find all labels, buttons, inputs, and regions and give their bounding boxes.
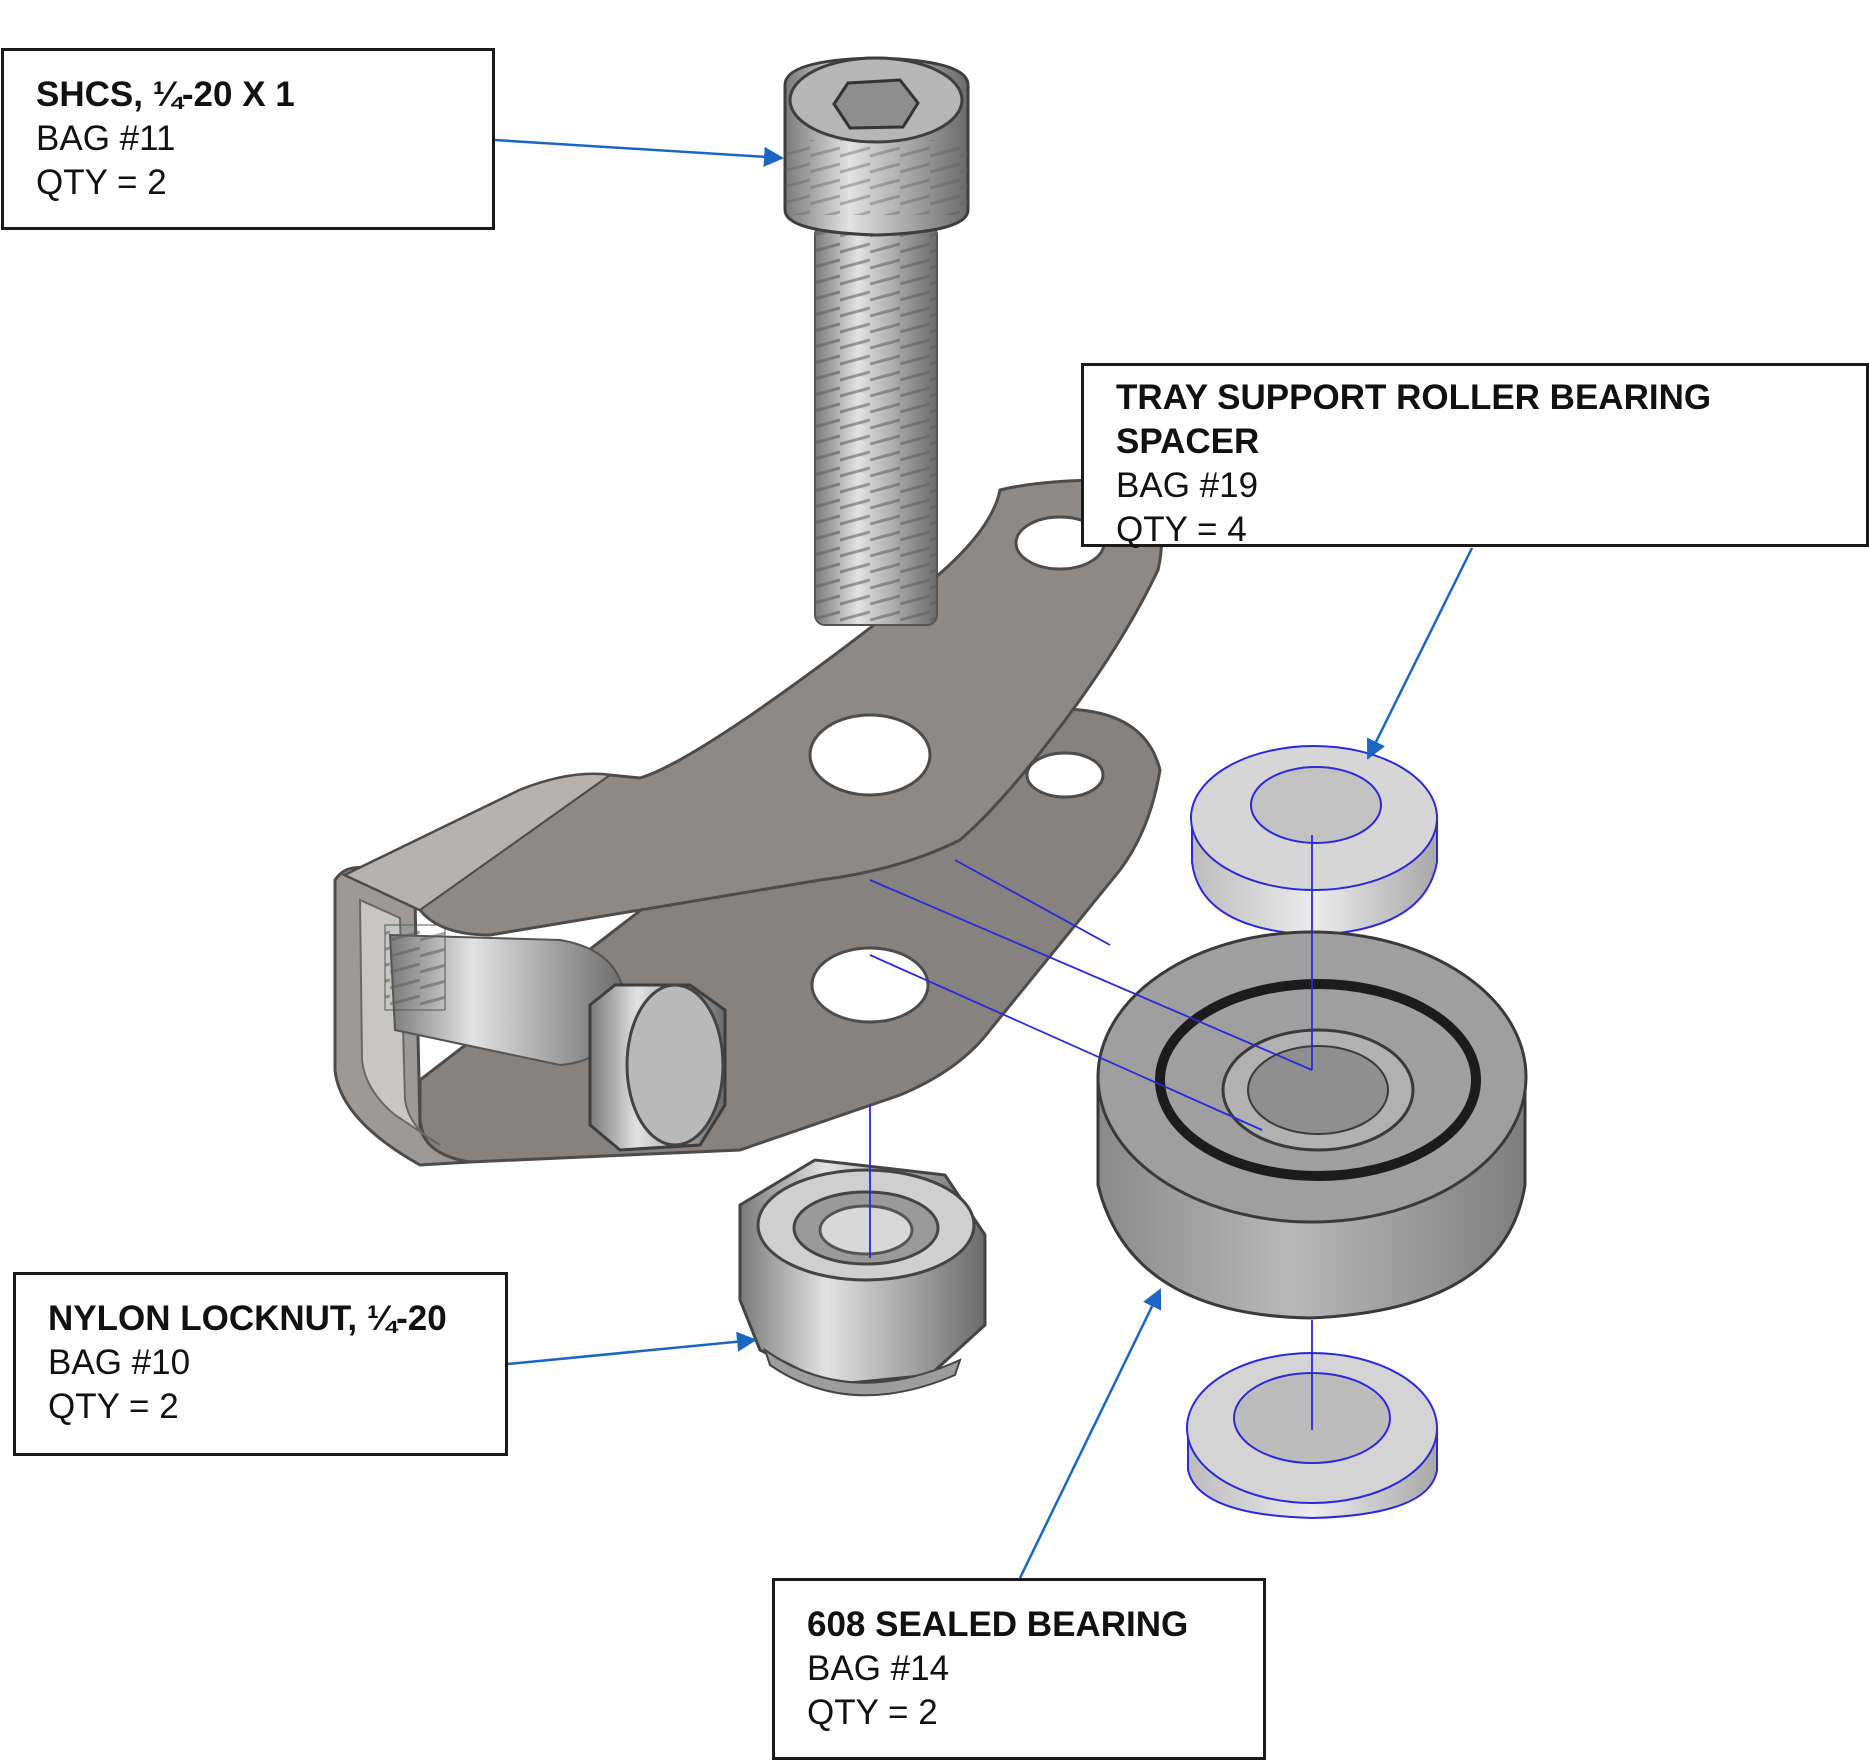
callout-shcs-qty: QTY = 2 <box>36 163 167 202</box>
bolt-threads <box>815 225 937 625</box>
callout-locknut: NYLON LOCKNUT, ¼-20 BAG #10 QTY = 2 <box>13 1272 508 1456</box>
bolt-knurl <box>785 140 968 215</box>
callout-bearing-title: 608 SEALED BEARING <box>807 1605 1189 1644</box>
leader-spacer <box>1366 547 1474 760</box>
locknut-nylon-collar <box>763 1347 962 1397</box>
assembly-axis-lines <box>869 835 1313 1430</box>
leader-lines <box>494 138 1474 1579</box>
leader-shcs <box>494 138 784 167</box>
callout-locknut-bag: BAG #10 <box>48 1343 191 1382</box>
callout-shcs-title: SHCS, ¼-20 X 1 <box>36 75 295 114</box>
leader-locknut <box>507 1331 757 1366</box>
callout-spacer-bag: BAG #19 <box>1116 466 1259 505</box>
callout-spacer-title-1: TRAY SUPPORT ROLLER BEARING <box>1116 378 1712 417</box>
leader-bearing <box>1018 1288 1162 1579</box>
callout-shcs: SHCS, ¼-20 X 1 BAG #11 QTY = 2 <box>1 48 495 230</box>
standoff-knurl <box>384 924 446 1011</box>
locknut-thread-ring-2 <box>818 1204 914 1256</box>
bracket-upper-hole-2 <box>808 713 932 797</box>
callout-shcs-bag: BAG #11 <box>36 119 176 158</box>
callout-locknut-qty: QTY = 2 <box>48 1387 179 1426</box>
callout-spacer-title-2: SPACER <box>1116 422 1260 461</box>
callout-spacer-qty: QTY = 4 <box>1116 510 1247 549</box>
bracket-lower-hole-1 <box>1025 751 1105 799</box>
bearing-seal <box>1155 979 1481 1181</box>
bolt-hex-socket <box>832 78 920 130</box>
side-hex-face <box>625 983 725 1147</box>
callout-spacer: TRAY SUPPORT ROLLER BEARING SPACER BAG #… <box>1081 363 1869 549</box>
callout-bearing-qty: QTY = 2 <box>807 1693 938 1732</box>
bracket-lower-hole-2 <box>810 946 930 1024</box>
bracket-upper-bend <box>342 773 613 912</box>
spacer-top-hole <box>1250 766 1382 844</box>
callout-bearing-bag: BAG #14 <box>807 1649 950 1688</box>
bearing-bore <box>1247 1045 1389 1135</box>
callout-locknut-title: NYLON LOCKNUT, ¼-20 <box>48 1299 447 1338</box>
callout-bearing: 608 SEALED BEARING BAG #14 QTY = 2 <box>772 1578 1266 1760</box>
